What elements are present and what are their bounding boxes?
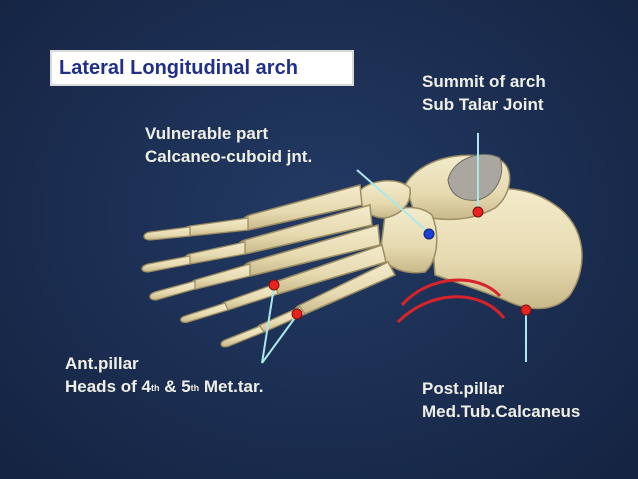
ant-pillar-sup2: th <box>190 383 200 393</box>
vulnerable-label-line2: Calcaneo-cuboid jnt. <box>145 147 313 166</box>
fourth-metatarsal-head-marker <box>268 279 280 291</box>
slide-title: Lateral Longitudinal arch <box>50 50 354 86</box>
summit-label-line1: Summit of arch <box>422 72 546 91</box>
summit-label: Summit of arch Sub Talar Joint <box>422 70 546 116</box>
talar-articular-surface <box>447 153 503 201</box>
ant-pillar-sup1: th <box>150 383 160 393</box>
fifth-metatarsal-head-marker <box>291 308 303 320</box>
pointer-lines <box>261 133 527 364</box>
summit-marker <box>472 206 484 218</box>
vulnerable-label: Vulnerable part Calcaneo-cuboid jnt. <box>145 122 312 168</box>
ant-pillar-label-line1: Ant.pillar <box>65 354 139 373</box>
post-pillar-label-line1: Post.pillar <box>422 379 505 398</box>
arch-arc-outer <box>400 278 502 306</box>
ant-pillar-label-line2: Heads of 4th & 5th Met.tar. <box>65 375 263 398</box>
cuboid-bone <box>379 206 438 274</box>
vulnerable-label-line1: Vulnerable part <box>145 124 269 143</box>
calcaneal-tuberosity-marker <box>520 304 532 316</box>
calcaneo-cuboid-marker <box>423 228 435 240</box>
arch-arc-inner <box>396 295 506 324</box>
post-pillar-label: Post.pillar Med.Tub.Calcaneus <box>422 377 580 423</box>
post-pillar-label-line2: Med.Tub.Calcaneus <box>422 402 581 421</box>
ant-pillar-label: Ant.pillar Heads of 4th & 5th Met.tar. <box>65 352 263 398</box>
summit-label-line2: Sub Talar Joint <box>422 95 544 114</box>
ant-pillar-text-c: Met.tar. <box>199 377 264 396</box>
ant-pillar-text-a: Heads of 4 <box>65 377 151 396</box>
ant-pillar-text-b: & 5 <box>159 377 191 396</box>
